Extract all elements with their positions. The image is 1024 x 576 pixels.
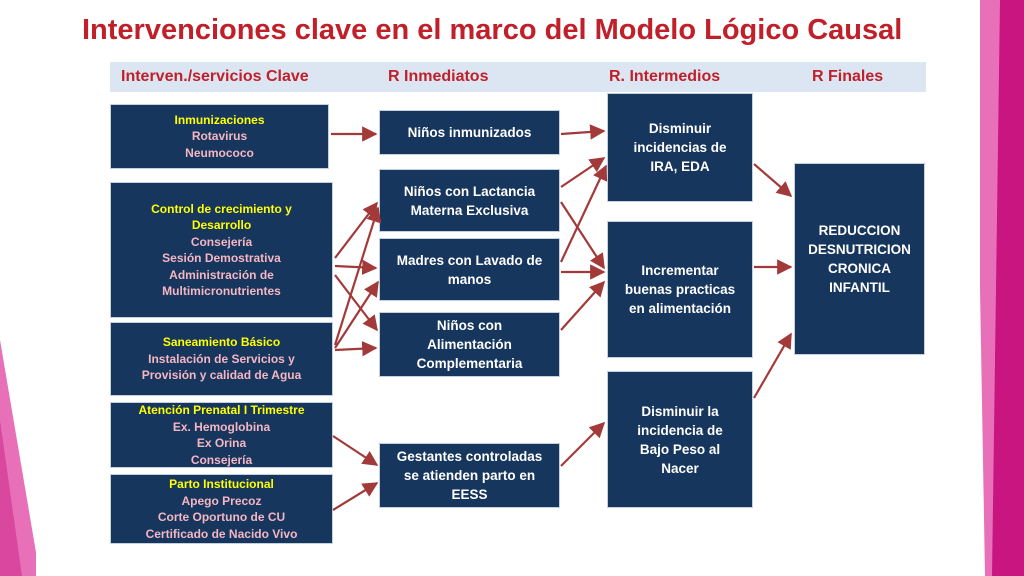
header-interventions: Interven./servicios Clave: [121, 68, 309, 85]
result-line: EESS: [451, 487, 488, 502]
result-line: REDUCCION: [818, 223, 901, 238]
result-line: INFANTIL: [829, 280, 890, 295]
intervention-item: Instalación de Servicios y: [148, 351, 295, 366]
immediate-result-breastfeeding: Niños con Lactancia Materna Exclusiva: [379, 169, 560, 232]
result-line: Madres con Lavado de: [396, 252, 543, 268]
intervention-heading: Inmunizaciones: [174, 112, 265, 127]
right-accent-magenta: [992, 0, 1024, 576]
header-final: R Finales: [812, 68, 884, 85]
intervention-item: Consejería: [190, 452, 253, 467]
left-accent-magenta: [0, 420, 22, 576]
result-line: manos: [447, 271, 492, 287]
immediate-result-immunized: Niños inmunizados: [379, 110, 560, 155]
immediate-result-complementary-feeding: Niños con Alimentación Complementaria: [379, 312, 560, 377]
intervention-item: Neumococo: [185, 145, 254, 160]
result-line: se atienden parto en: [403, 468, 536, 483]
intervention-box-growth-control: Control de crecimiento y Desarrollo Cons…: [110, 182, 333, 318]
result-line: Disminuir la: [641, 403, 719, 419]
final-result-malnutrition-reduction: REDUCCION DESNUTRICION CRONICA INFANTIL: [794, 163, 925, 355]
result-line: Niños inmunizados: [407, 125, 532, 140]
result-line: Bajo Peso al: [639, 441, 721, 457]
intervention-box-institutional-birth: Parto Institucional Apego Precoz Corte O…: [110, 474, 333, 544]
intervention-item: Administración de: [169, 267, 274, 282]
intervention-heading: Atención Prenatal I Trimestre: [138, 403, 305, 417]
result-line: Gestantes controladas: [396, 449, 543, 464]
intermediate-result-low-birth-weight: Disminuir la incidencia de Bajo Peso al …: [607, 371, 753, 508]
header-immediate: R Inmediatos: [388, 68, 489, 85]
intervention-heading: Control de crecimiento y: [151, 201, 292, 216]
column-header-bar: [110, 62, 926, 92]
result-line: Materna Exclusiva: [410, 202, 529, 218]
intervention-item: Consejería: [190, 234, 253, 249]
intervention-item: Corte Oportuno de CU: [157, 510, 286, 524]
intervention-box-immunization: Inmunizaciones Rotavirus Neumococo: [110, 104, 329, 169]
intervention-item: Ex Orina: [196, 436, 247, 450]
intervention-heading: Parto Institucional: [169, 477, 274, 491]
intervention-item: Provisión y calidad de Agua: [141, 368, 302, 383]
intervention-item: Multimicronutrientes: [162, 284, 281, 298]
result-line: IRA, EDA: [650, 159, 710, 174]
result-line: buenas practicas: [624, 282, 736, 297]
result-line: incidencias de: [633, 140, 727, 155]
intervention-item: Ex. Hemoglobina: [172, 419, 271, 434]
header-intermediate: R. Intermedios: [609, 68, 721, 85]
result-line: incidencia de: [637, 422, 723, 438]
slide-title: Intervenciones clave en el marco del Mod…: [82, 14, 903, 46]
intervention-item: Sesión Demostrativa: [162, 251, 281, 265]
intervention-box-sanitation: Saneamiento Básico Instalación de Servic…: [110, 322, 333, 396]
intervention-item: Rotavirus: [191, 129, 248, 144]
result-line: Niños con: [436, 318, 503, 333]
result-line: DESNUTRICION: [808, 242, 911, 257]
result-line: Incrementar: [641, 263, 719, 278]
result-line: Complementaria: [416, 356, 523, 371]
intervention-box-prenatal-care: Atención Prenatal I Trimestre Ex. Hemogl…: [110, 402, 333, 468]
intermediate-result-ira-eda: Disminuir incidencias de IRA, EDA: [607, 93, 753, 202]
result-line: Nacer: [661, 460, 699, 476]
immediate-result-handwashing: Madres con Lavado de manos: [379, 238, 560, 301]
result-line: CRONICA: [828, 261, 891, 276]
intervention-item: Apego Precoz: [181, 493, 262, 508]
intermediate-result-feeding-practices: Incrementar buenas practicas en alimenta…: [607, 221, 753, 358]
intervention-heading: Desarrollo: [191, 218, 252, 232]
immediate-result-controlled-pregnancies: Gestantes controladas se atienden parto …: [379, 443, 560, 508]
result-line: en alimentación: [628, 301, 732, 316]
result-line: Disminuir: [648, 121, 712, 136]
intervention-item: Certificado de Nacido Vivo: [145, 526, 298, 541]
intervention-heading: Saneamiento Básico: [162, 335, 281, 350]
result-line: Niños con Lactancia: [403, 183, 536, 199]
result-line: Alimentación: [427, 337, 512, 352]
